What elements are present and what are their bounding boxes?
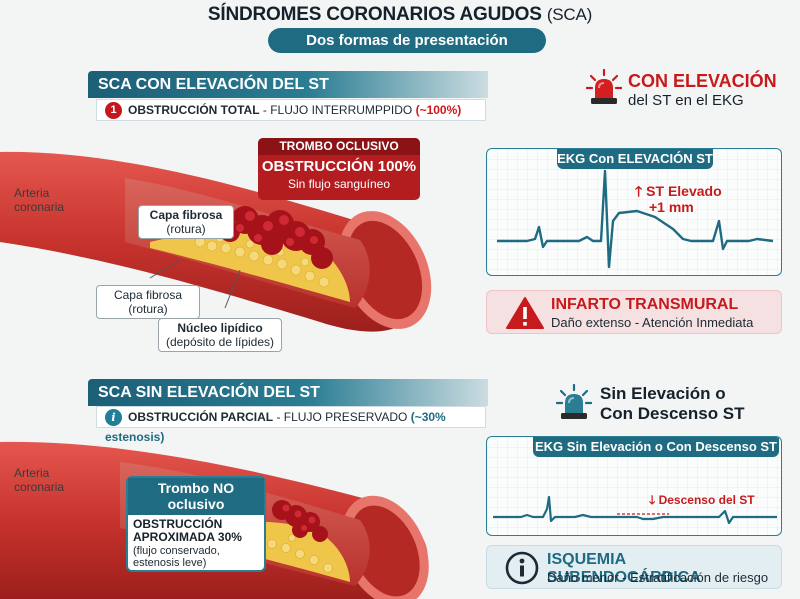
stemi-number-badge: 1 (105, 102, 122, 120)
nstemi-alert-sub: Daño menor - Estratificación de riesgo (547, 570, 769, 585)
stemi-callout-lipid-core: Núcleo lipídico (depósito de lípides) (158, 318, 282, 352)
nstemi-status-title-2: Con Descenso ST (600, 404, 745, 423)
stemi-callout-fibrous-cap-note: (rotura) (166, 222, 206, 236)
stemi-summary: 1 OBSTRUCCIÓN TOTAL - FLUJO INTERRUMPPIDO… (96, 99, 486, 121)
nstemi-thrombus-title: Trombo NO oclusivo (128, 478, 264, 515)
page-title-abbr: (SCA) (546, 5, 593, 24)
nstemi-banner-text: SCA SIN ELEVACIÓN DEL ST (98, 384, 320, 401)
stemi-callout-fibrous-cap-2: Capa fibrosa (rotura) (96, 285, 200, 319)
down-arrow-icon: 🡓 (649, 493, 656, 507)
nstemi-ekg-panel: EKG Sin Elevación o Con Descenso ST 🡓 De… (486, 436, 782, 536)
nstemi-ekg-trace (493, 495, 777, 525)
stemi-thrombus-card: TROMBO OCLUSIVO OBSTRUCCIÓN 100% Sin flu… (258, 138, 420, 200)
nstemi-info-badge: i (105, 409, 122, 427)
info-circle-icon (505, 551, 539, 585)
nstemi-thrombus-card: Trombo NO oclusivo OBSTRUCCIÓN APROXIMAD… (126, 476, 266, 572)
nstemi-ekg-title: EKG Sin Elevación o Con Descenso ST (533, 437, 779, 457)
stemi-thrombus-tag: TROMBO OCLUSIVO (258, 138, 420, 155)
stemi-ekg-title: EKG Con ELEVACIÓN ST (557, 149, 713, 169)
stemi-alert-sub: Daño extenso - Atención Inmediata (551, 315, 754, 330)
up-arrow-icon: 🡑 (635, 183, 643, 199)
stemi-ekg-annotation-2: +1 mm (649, 199, 694, 215)
nstemi-thrombus-note: (flujo conservado, estenosis leve) (133, 545, 220, 569)
nstemi-status: Sin Elevación o Con Descenso ST (600, 384, 790, 424)
page-subtitle: Dos formas de presentación (268, 28, 546, 53)
nstemi-ekg-annotation-text: Descenso del ST (658, 493, 755, 507)
nstemi-artery-label: Arteria coronaria (14, 466, 65, 494)
stemi-status-title: CON ELEVACIÓN (628, 71, 777, 91)
stemi-callout-lipid-core-note: (depósito de lípides) (165, 335, 275, 349)
stemi-summary-rest: - FLUJO INTERRUMPPIDO (259, 103, 416, 117)
stemi-callout-fibrous-cap: Capa fibrosa (rotura) (138, 205, 234, 239)
page-title-text: SÍNDROMES CORONARIOS AGUDOS (207, 4, 542, 25)
stemi-ekg-annotation-1: ST Elevado (646, 183, 722, 199)
nstemi-summary-value: (~30% estenosis) (105, 410, 446, 444)
stemi-banner: SCA CON ELEVACIÓN DEL ST (88, 71, 488, 98)
nstemi-alert: ISQUEMIA SUBENDOCÁRDICA Daño menor - Est… (486, 545, 782, 589)
nstemi-thrombus-bold: OBSTRUCCIÓN APROXIMADA 30% (133, 517, 242, 544)
page-title: SÍNDROMES CORONARIOS AGUDOS (SCA) (0, 4, 800, 26)
stemi-summary-value: (~100%) (415, 103, 462, 117)
stemi-summary-bold: OBSTRUCCIÓN TOTAL (128, 103, 260, 117)
warning-triangle-icon (506, 297, 544, 329)
stemi-callout-fibrous-cap-title: Capa fibrosa (149, 208, 223, 222)
stemi-thrombus-title: OBSTRUCCIÓN 100% (261, 158, 417, 175)
alarm-light-red-icon (586, 68, 622, 104)
stemi-banner-text: SCA CON ELEVACIÓN DEL ST (98, 76, 329, 93)
stemi-artery-label: Arteria coronaria (14, 186, 65, 214)
nstemi-alert-title: ISQUEMIA SUBENDOCÁRDICA (547, 551, 701, 586)
nstemi-summary-bold: OBSTRUCCIÓN PARCIAL (128, 410, 274, 424)
stemi-callout-lipid-core-title: Núcleo lipídico (177, 321, 263, 335)
nstemi-status-title-1: Sin Elevación o (600, 384, 726, 403)
stemi-ekg-trace (497, 169, 774, 269)
stemi-artery-illustration (0, 151, 432, 332)
stemi-alert: INFARTO TRANSMURAL Daño extenso - Atenci… (486, 290, 782, 334)
nstemi-summary-rest: - FLUJO PRESERVADO (273, 410, 411, 424)
stemi-ekg-annotation: 🡑 ST Elevado +1 mm (635, 183, 722, 215)
nstemi-ekg-annotation: 🡓 Descenso del ST (649, 491, 755, 512)
alarm-light-blue-icon (556, 383, 592, 419)
stemi-ekg-panel: EKG Con ELEVACIÓN ST 🡑 ST Elevado +1 mm (486, 148, 782, 276)
stemi-status: CON ELEVACIÓN del ST en el EKG (628, 71, 798, 109)
stemi-callout-fibrous-cap-2-note: (rotura) (128, 302, 168, 316)
stemi-alert-title: INFARTO TRANSMURAL (551, 296, 739, 313)
stemi-thrombus-note: Sin flujo sanguíneo (287, 177, 391, 191)
stemi-callout-fibrous-cap-2-title: Capa fibrosa (113, 288, 183, 302)
stemi-status-sub: del ST en el EKG (628, 92, 744, 109)
stemi-ekg-grid (487, 149, 781, 275)
nstemi-banner: SCA SIN ELEVACIÓN DEL ST (88, 379, 488, 406)
